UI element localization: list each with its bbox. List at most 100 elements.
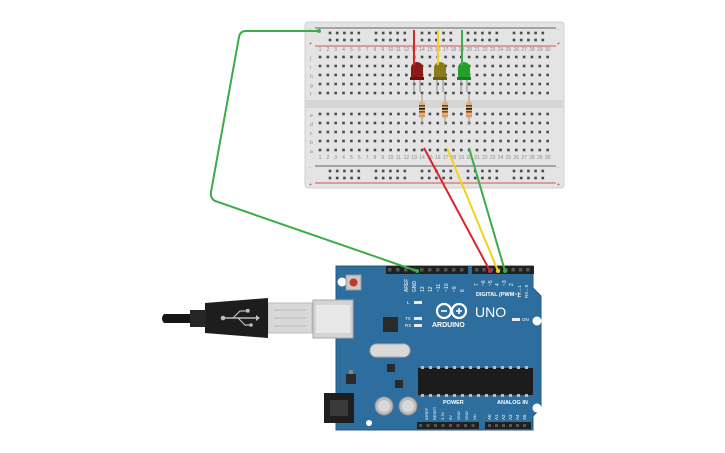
column-number: 4 [342, 47, 345, 53]
power-pin-labels: IOREF RESET 3.3V 5V GND GND Vin [424, 406, 477, 420]
breadboard-hole [530, 64, 534, 68]
l-led [414, 301, 422, 304]
wire-red-signal[interactable] [423, 147, 491, 272]
breadboard-hole [350, 121, 353, 125]
breadboard-hole [334, 148, 337, 152]
analog-section-label: ANALOG IN [497, 400, 528, 406]
row-label: e [310, 113, 313, 119]
chip-pin [437, 394, 440, 397]
breadboard-hole [334, 64, 337, 68]
breadboard-hole [334, 130, 337, 134]
wire-green-signal[interactable] [468, 147, 506, 272]
resistor-2[interactable] [442, 95, 448, 124]
header-pin [388, 268, 392, 272]
resistor-1[interactable] [419, 95, 425, 124]
breadboard-hole [428, 139, 432, 143]
rail-hole [381, 31, 385, 35]
column-number: 24 [498, 155, 504, 161]
row-labels-top: j i h g f [309, 56, 313, 98]
rail-hole [481, 176, 484, 180]
led-green[interactable] [457, 62, 471, 92]
breadboard-hole [522, 64, 526, 68]
pin-label: 3.3V [440, 411, 445, 420]
wire-ground-green[interactable] [209, 30, 418, 272]
breadboard-hole [514, 148, 518, 152]
breadboard-hole [357, 82, 361, 86]
breadboard-hole [452, 130, 455, 134]
breadboard[interactable]: - + - + - + - + j i h g f e d c b a 1122… [304, 21, 565, 189]
header-pin [471, 424, 475, 427]
column-number: 16 [435, 155, 441, 161]
breadboard-hole [499, 112, 502, 116]
breadboard-hole [365, 139, 369, 143]
column-number: 25 [506, 155, 512, 161]
wires[interactable] [209, 29, 507, 273]
chip-pin [421, 366, 424, 369]
row-label: b [310, 140, 313, 146]
column-number: 28 [529, 47, 535, 53]
breadboard-hole [350, 148, 353, 152]
column-number: 3 [334, 47, 337, 53]
breadboard-hole [444, 82, 447, 86]
resistor-3[interactable] [466, 95, 472, 124]
breadboard-hole [365, 73, 369, 77]
breadboard-hole [546, 64, 549, 68]
wire-yellow-signal[interactable] [446, 147, 499, 272]
breadboard-hole [514, 73, 518, 77]
breadboard-hole [460, 121, 463, 125]
breadboard-hole [522, 121, 526, 125]
rail-hole [435, 38, 438, 42]
breadboard-hole [357, 91, 361, 95]
rail-hole [328, 38, 332, 42]
breadboard-hole [538, 148, 542, 152]
pin-label: ~10 [444, 283, 450, 292]
column-number: 20 [466, 155, 472, 161]
usb-cable[interactable] [162, 298, 313, 338]
column-number: 25 [506, 47, 512, 53]
breadboard-hole [483, 130, 487, 134]
reset-button-cap[interactable] [349, 278, 358, 287]
rail-hole [357, 31, 361, 35]
green-led-body [458, 62, 470, 79]
column-number: 4 [342, 155, 345, 161]
rail-hole [512, 31, 516, 35]
rail-hole [442, 169, 445, 173]
rail-hole [381, 169, 385, 173]
wire-endpoint [488, 269, 492, 273]
breadboard-hole [373, 130, 377, 134]
column-number: 6 [358, 155, 361, 161]
breadboard-hole [381, 82, 385, 86]
breadboard-hole [428, 91, 432, 95]
led-red[interactable] [410, 62, 424, 92]
breadboard-hole [538, 139, 542, 143]
header-pin [475, 268, 479, 272]
rail-hole [357, 176, 361, 180]
rail-hole [335, 169, 339, 173]
row-label: g [310, 83, 313, 89]
rail-hole [449, 31, 453, 35]
breadboard-hole [373, 139, 377, 143]
led-yellow[interactable] [433, 62, 447, 92]
breadboard-hole [357, 148, 361, 152]
breadboard-hole [499, 82, 502, 86]
rail-hole [512, 176, 516, 180]
column-number: 27 [521, 155, 527, 161]
breadboard-hole [428, 130, 432, 134]
breadboard-hole [397, 91, 400, 95]
breadboard-hole [436, 148, 440, 152]
pin-label: 2 [509, 283, 515, 286]
breadboard-hole [460, 91, 463, 95]
pin-label: ~5 [488, 280, 494, 286]
breadboard-hole [436, 121, 440, 125]
bottom-header-pins [419, 424, 526, 427]
breadboard-hole [491, 73, 494, 77]
column-number: 29 [537, 47, 543, 53]
breadboard-hole [397, 82, 400, 86]
breadboard-hole [491, 91, 494, 95]
breadboard-hole [483, 55, 487, 59]
arduino-uno-board[interactable]: AREF GND 13 12 ~11 ~10 ~9 8 7 ~6 ~5 4 ~3… [312, 265, 542, 431]
breadboard-hole [475, 139, 479, 143]
digital-section-label: DIGITAL (PWM~) [476, 292, 520, 298]
breadboard-hole [318, 55, 322, 59]
breadboard-hole [397, 55, 400, 59]
